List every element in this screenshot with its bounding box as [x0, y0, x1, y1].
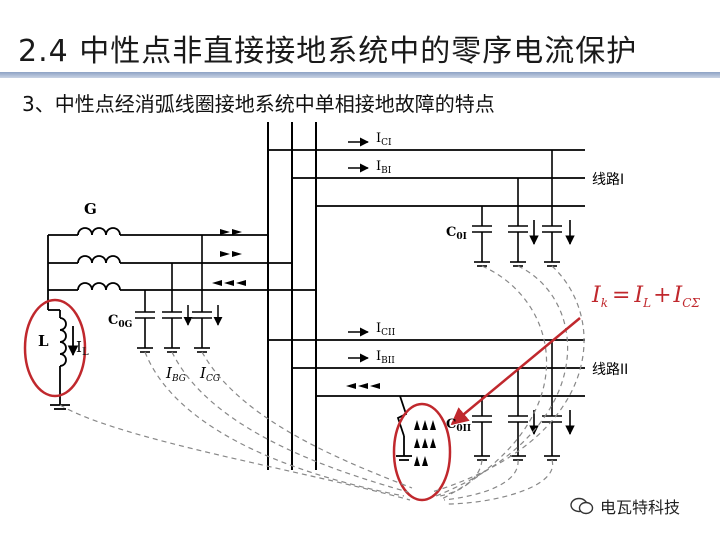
watermark: 电瓦特科技: [570, 494, 680, 518]
wechat-icon: [570, 497, 594, 515]
line2-current-c: ICII: [376, 321, 396, 338]
page-subtitle: 3、中性点经消弧线圈接地系统中单相接地故障的特点: [22, 92, 495, 116]
line2-cap-label: C0II: [446, 417, 471, 434]
line1-cap-label: C0I: [446, 225, 467, 242]
gen-current-b: IBG: [165, 364, 186, 384]
coil-label: L: [38, 332, 49, 350]
generator-windings: [47, 227, 316, 310]
line2-current-b: IBII: [376, 349, 395, 366]
equation-arrow: [450, 317, 581, 426]
gen-cap-label: C0G: [108, 313, 132, 330]
generator-capacitors: [135, 235, 212, 353]
coil-highlight: [23, 298, 87, 398]
line1-label: 线路I: [592, 172, 624, 188]
generator-label: G: [84, 200, 97, 218]
line1-capacitors: [472, 150, 575, 267]
line2-feeders: [268, 339, 585, 397]
page-title: 2.4 中性点非直接接地系统中的零序电流保护: [18, 34, 638, 69]
fault-equation: Ik=IL+ICΣ: [591, 283, 700, 310]
line2-fault-arrows: [346, 383, 380, 389]
gen-line-arrows: [212, 229, 246, 286]
line1-feeders: [268, 149, 585, 207]
coil-current-label: IL: [76, 338, 89, 358]
line1-current-arrows: [348, 137, 369, 173]
line1-current-b: IBI: [376, 159, 392, 176]
fault-highlight: [392, 402, 452, 502]
fault-current-arrows: [414, 420, 436, 466]
gen-current-c: ICG: [199, 364, 220, 384]
line1-current-c: ICI: [376, 131, 392, 148]
title-divider: [0, 72, 720, 78]
line2-current-arrows: [348, 327, 369, 363]
line2-label: 线路II: [592, 362, 628, 378]
watermark-text: 电瓦特科技: [600, 498, 681, 517]
dashed-current-paths: [59, 265, 585, 505]
bus-bars: [267, 122, 317, 470]
gen-cap-arrows: [183, 305, 223, 326]
